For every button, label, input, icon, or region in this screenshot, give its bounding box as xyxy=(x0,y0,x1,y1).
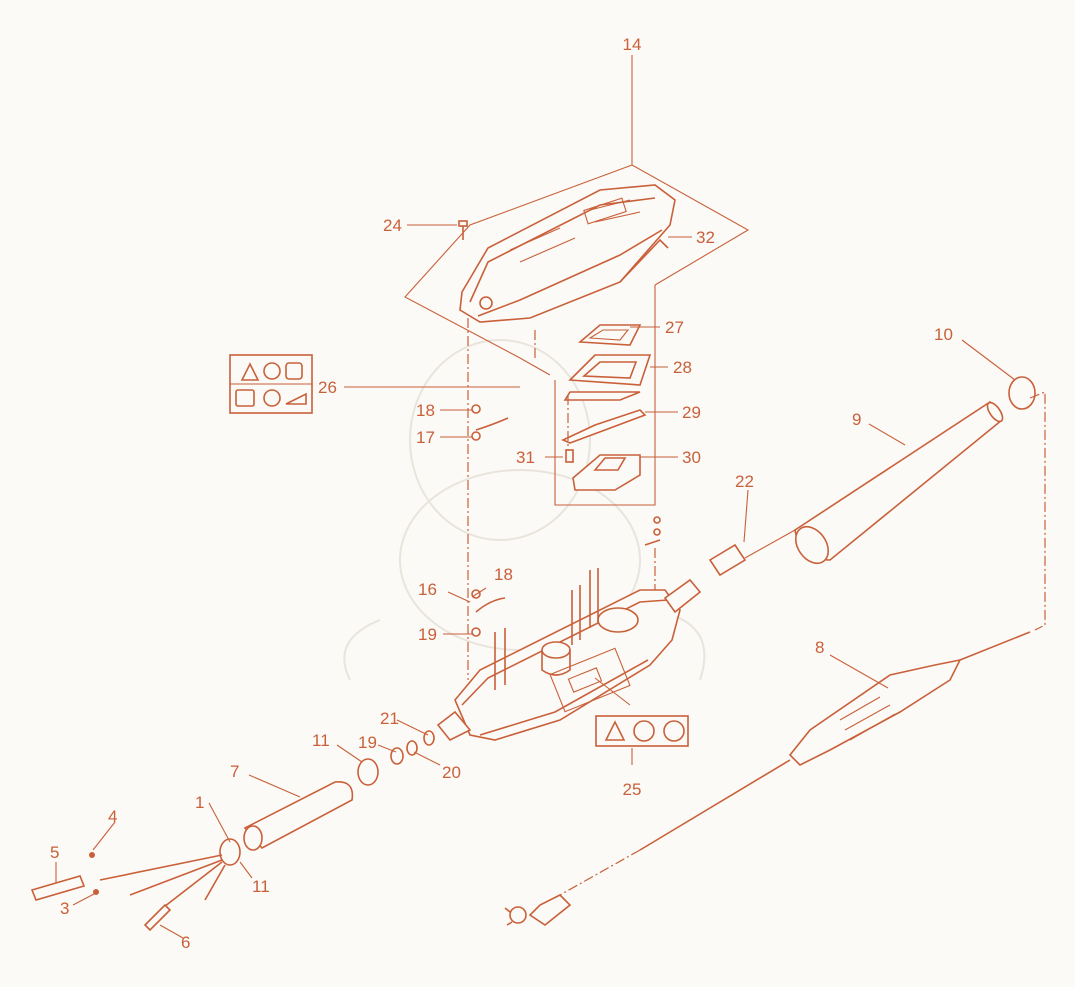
callout-26: 26 xyxy=(318,378,337,397)
callout-8: 8 xyxy=(815,638,824,657)
callout-18-lower: 19 xyxy=(418,625,437,644)
strain-relief-8 xyxy=(788,658,962,766)
shock-hazard-icon xyxy=(235,389,255,407)
hose-9 xyxy=(794,400,1004,561)
no-water-icon xyxy=(263,362,281,380)
switch-frame-28 xyxy=(568,354,652,386)
callout-11-lower: 11 xyxy=(252,877,270,896)
tube-5 xyxy=(30,875,86,901)
callout-16: 16 xyxy=(418,580,437,599)
callout-numbers: 14 24 32 27 28 29 30 31 26 18 17 10 9 22… xyxy=(50,35,953,952)
callout-20: 20 xyxy=(442,763,461,782)
ear-protection-icon xyxy=(663,720,685,742)
clamp-upper xyxy=(471,404,509,441)
pump-icon xyxy=(285,392,307,405)
callout-7: 7 xyxy=(230,762,239,781)
warning-label-26 xyxy=(229,354,313,414)
callout-4: 4 xyxy=(108,807,117,826)
callout-11-upper: 11 xyxy=(312,731,330,750)
sleeve-7 xyxy=(243,781,354,850)
callout-27: 27 xyxy=(665,318,684,337)
callout-24: 24 xyxy=(383,216,402,235)
warning-label-25 xyxy=(595,715,689,747)
no-water-icon xyxy=(633,720,655,742)
callout-18-upper: 18 xyxy=(416,401,435,420)
switch-cap-27 xyxy=(577,324,642,346)
seal-29 xyxy=(561,409,647,444)
left-cable-parts xyxy=(30,730,435,932)
screw-31 xyxy=(565,449,574,463)
tube-6 xyxy=(143,903,172,932)
callout-9: 9 xyxy=(852,410,861,429)
switch-stack xyxy=(561,324,652,491)
cap-10 xyxy=(1008,376,1036,410)
callout-21: 21 xyxy=(380,709,399,728)
callout-22: 22 xyxy=(735,472,754,491)
top-cover xyxy=(459,184,676,323)
warning-triangle-icon xyxy=(604,720,626,741)
callout-30: 30 xyxy=(682,448,701,467)
callout-29: 29 xyxy=(682,403,701,422)
callout-17-lower: 18 xyxy=(494,565,513,584)
callout-10: 10 xyxy=(934,325,953,344)
ring-11 xyxy=(357,758,379,786)
callout-17-upper: 17 xyxy=(416,428,435,447)
cover-assembly xyxy=(404,60,750,680)
main-housing xyxy=(436,516,796,742)
callout-6: 6 xyxy=(181,933,190,952)
warning-triangle-icon xyxy=(240,362,260,381)
read-manual-icon xyxy=(285,362,303,380)
callout-14: 14 xyxy=(623,35,642,54)
callout-19: 19 xyxy=(358,733,377,752)
hose-and-cap xyxy=(794,376,1046,631)
plug xyxy=(528,894,572,926)
callout-1: 1 xyxy=(195,793,204,812)
callout-32: 32 xyxy=(696,228,715,247)
callout-31: 31 xyxy=(516,448,535,467)
ear-protection-icon xyxy=(263,389,281,407)
callout-5: 5 xyxy=(50,843,59,862)
gland-22 xyxy=(708,543,747,577)
switch-30 xyxy=(572,454,641,491)
callout-3: 3 xyxy=(60,899,69,918)
callout-25: 25 xyxy=(623,780,642,799)
cable-with-plug xyxy=(504,631,1031,926)
callout-28: 28 xyxy=(673,358,692,377)
screw-24 xyxy=(458,220,468,227)
leader-lines xyxy=(55,55,1016,939)
